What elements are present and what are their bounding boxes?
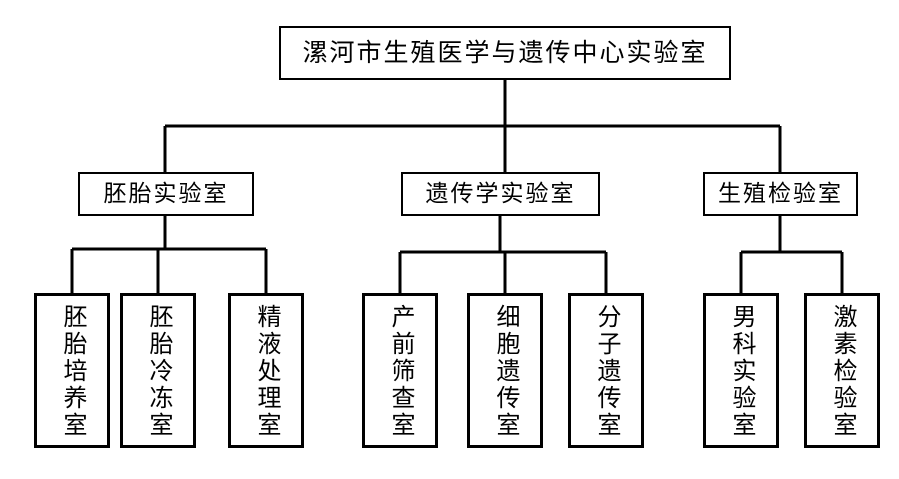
node-root[interactable]: 漯河市生殖医学与遗传中心实验室 bbox=[279, 26, 731, 80]
node-leaf-andrology-lab[interactable]: 男科实验室 bbox=[703, 293, 779, 448]
node-leaf-embryo-freezing-label: 胚胎冷冻室 bbox=[145, 304, 171, 439]
node-branch-embryo-label: 胚胎实验室 bbox=[103, 180, 229, 206]
node-leaf-cytogenetics-label: 细胞遗传室 bbox=[492, 304, 518, 439]
node-branch-genetics-label: 遗传学实验室 bbox=[425, 180, 576, 206]
node-leaf-prenatal-screening-label: 产前筛查室 bbox=[387, 304, 413, 439]
node-leaf-molecular-genetics-label: 分子遗传室 bbox=[593, 304, 619, 439]
node-leaf-embryo-freezing[interactable]: 胚胎冷冻室 bbox=[120, 293, 196, 448]
node-leaf-hormone-testing[interactable]: 激素检验室 bbox=[804, 293, 880, 448]
node-root-label: 漯河市生殖医学与遗传中心实验室 bbox=[302, 39, 708, 67]
node-leaf-embryo-culture-label: 胚胎培养室 bbox=[59, 304, 85, 439]
node-branch-reproductive-testing-label: 生殖检验室 bbox=[718, 180, 843, 206]
node-leaf-cytogenetics[interactable]: 细胞遗传室 bbox=[467, 293, 543, 448]
node-leaf-semen-processing-label: 精液处理室 bbox=[253, 304, 279, 439]
node-branch-reproductive-testing[interactable]: 生殖检验室 bbox=[703, 172, 858, 216]
node-leaf-andrology-lab-label: 男科实验室 bbox=[728, 304, 754, 439]
node-branch-embryo[interactable]: 胚胎实验室 bbox=[78, 172, 254, 216]
node-leaf-hormone-testing-label: 激素检验室 bbox=[829, 304, 855, 439]
node-leaf-semen-processing[interactable]: 精液处理室 bbox=[228, 293, 304, 448]
node-leaf-embryo-culture[interactable]: 胚胎培养室 bbox=[34, 293, 110, 448]
node-leaf-prenatal-screening[interactable]: 产前筛查室 bbox=[362, 293, 438, 448]
node-branch-genetics[interactable]: 遗传学实验室 bbox=[401, 172, 600, 216]
node-leaf-molecular-genetics[interactable]: 分子遗传室 bbox=[568, 293, 644, 448]
